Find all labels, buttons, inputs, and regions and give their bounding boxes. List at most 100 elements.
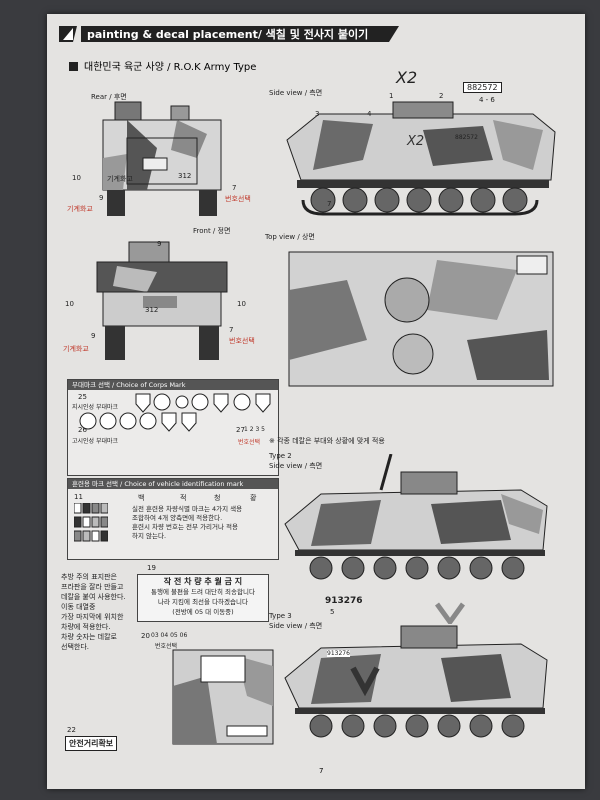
corps-numbers-kr: 번호선택 <box>238 439 261 446</box>
left-notes: 추방 주의 표지판은 프라판을 잘라 만들고 데칼을 붙여 사용한다. 이동 대… <box>61 572 126 652</box>
corps-mark-shield-icon <box>135 393 151 413</box>
vid-color-blue: 청 <box>214 494 221 502</box>
rear-num-note: 번호선택 <box>225 195 251 203</box>
corps-mark-shield2-icon <box>213 393 229 413</box>
serial-decal-box: 882572 <box>463 82 502 93</box>
front-num-note: 번호선택 <box>229 337 255 345</box>
callout-25: 25 <box>78 393 87 401</box>
serial-decal: 882572 <box>467 83 498 92</box>
side-view-label: Side view / 측면 <box>269 89 323 97</box>
note-line-2: 프라판을 잘라 만들고 <box>61 583 124 591</box>
callout-7-front: 7 <box>229 326 234 334</box>
callout-9-front: 9 <box>157 240 162 248</box>
callout-10-front: 10 <box>65 300 74 308</box>
type3-label: Type 3 <box>269 612 292 620</box>
header-shape <box>59 26 399 42</box>
rear-plate-decal: 기계화고 <box>107 175 133 183</box>
callout-27: 27 <box>236 426 245 434</box>
corps-mark-dot-icon <box>175 395 189 409</box>
corps-numbers: 1 2 3 5 <box>244 426 265 433</box>
sign-line-2: 통행에 불편을 드려 대단히 죄송합니다 <box>151 588 255 596</box>
type2-label: Type 2 <box>269 452 292 460</box>
rear-plate-note: 기계화교 <box>67 205 93 213</box>
vid-text-3: 훈련시 차량 번호는 전부 가리거나 적용 <box>132 523 239 531</box>
callout-22: 22 <box>67 726 76 734</box>
vehicle-id-title: 훈련용 마크 선택 / Choice of vehicle identifica… <box>68 479 278 489</box>
rear-closeup-drawing <box>172 649 274 745</box>
instruction-sheet: painting & decal placement/ 색칠 및 전사지 붙이기… <box>47 14 585 789</box>
decal-note: ※ 각종 데칼은 부대와 상황에 맞게 적용 <box>269 437 385 445</box>
x2-decal-side: X2 <box>407 134 425 149</box>
front-312-decal: 312 <box>145 306 159 314</box>
type3-serial-small: 913276 <box>327 650 350 657</box>
callout-10-front-right: 10 <box>237 300 246 308</box>
callout-10-rear: 10 <box>72 174 81 182</box>
front-view-drawing <box>96 241 228 360</box>
corps-row1-label: 지시인성 부대마크 <box>72 404 119 411</box>
corps-mark-shield3-icon <box>255 393 271 413</box>
corps-row2-label: 고시인성 부대마크 <box>72 438 119 445</box>
vid-swatches <box>74 503 108 542</box>
callout-19: 19 <box>147 564 156 572</box>
callout-11: 11 <box>74 493 83 501</box>
vehicle-id-box: 훈련용 마크 선택 / Choice of vehicle identifica… <box>67 478 279 560</box>
section-title-text: 대한민국 육군 사양 / R.O.K Army Type <box>84 62 257 73</box>
top-view-label: Top view / 상면 <box>265 233 315 241</box>
serial-decal-side: 882572 <box>455 134 478 141</box>
vid-color-red: 적 <box>180 494 187 502</box>
callout-9-front-lower: 9 <box>91 332 96 340</box>
safety-sign-text: 안전거리확보 <box>69 739 114 748</box>
callout-7-rear: 7 <box>232 184 237 192</box>
corps-mark-box: 부대마크 선택 / Choice of Corps Mark 25 지시인성 부… <box>67 379 279 476</box>
rear-view-label: Rear / 후면 <box>91 93 127 101</box>
note-line-7: 차량 숫자는 데칼로 <box>61 633 117 641</box>
sign-line-1: 작 전 차 량 추 월 금 지 <box>163 577 243 586</box>
vid-text-1: 실전 훈련용 차량식별 마크는 4가지 색용 <box>132 505 243 513</box>
sign-line-4: (전방에 05 대 이동중) <box>172 608 234 616</box>
corps-marks-row1 <box>135 393 271 413</box>
number-digits: 03 04 05 06 <box>151 632 188 639</box>
serial-sub: 4 - 6 <box>479 96 495 104</box>
header-title: painting & decal placement/ 색칠 및 전사지 붙이기 <box>87 28 369 41</box>
callout-26: 26 <box>78 426 87 434</box>
note-line-1: 추방 주의 표지판은 <box>61 573 117 581</box>
callout-2: 2 <box>439 92 444 100</box>
corps-mark-title: 부대마크 선택 / Choice of Corps Mark <box>68 380 278 390</box>
side-view-drawing <box>286 101 556 216</box>
rear-view-drawing <box>102 101 222 216</box>
type2-drawing <box>284 454 548 580</box>
corps-marks-row2 <box>79 412 197 432</box>
type3-serial-decal: 913276 <box>325 596 363 606</box>
sign-line-3: 나라 지킴에 최선을 다하겠습니다 <box>158 598 248 606</box>
vid-text-4: 하지 않는다. <box>132 532 167 540</box>
corps-mark-ring2-icon <box>233 393 251 411</box>
callout-9-rear: 9 <box>99 194 104 202</box>
safety-sign-decal: 안전거리확보 <box>65 736 118 751</box>
bullet-square-icon <box>69 62 78 71</box>
corps-mark-circle-icon <box>153 393 171 411</box>
callout-3: 3 <box>315 110 320 118</box>
callout-4: 4 <box>367 110 372 118</box>
note-line-4: 이동 대열중 <box>61 603 96 611</box>
rear-312-decal: 312 <box>178 172 192 180</box>
front-view-label: Front / 정면 <box>193 227 231 235</box>
callout-7-side: 7 <box>327 200 332 208</box>
section-title: 대한민국 육군 사양 / R.O.K Army Type <box>69 58 256 73</box>
header-bar: painting & decal placement/ 색칠 및 전사지 붙이기 <box>59 24 419 44</box>
note-line-3: 데칼을 붙여 사용한다. <box>61 593 126 601</box>
note-line-6: 차량에 적용한다. <box>61 623 111 631</box>
sign-decal: 작 전 차 량 추 월 금 지 통행에 불편을 드려 대단히 죄송합니다 나라 … <box>137 574 269 622</box>
front-plate-note: 기계화교 <box>63 345 89 353</box>
callout-20: 20 <box>141 632 150 640</box>
vid-color-white: 백 <box>138 494 145 502</box>
top-view-drawing <box>288 251 554 387</box>
callout-1: 1 <box>389 92 394 100</box>
page-number: 7 <box>319 767 324 775</box>
vid-color-yellow: 황 <box>250 494 257 502</box>
callout-5: 5 <box>330 608 335 616</box>
vid-text-2: 조합하여 4개 양측면에 적용한다. <box>132 514 223 522</box>
vid-instructions: 실전 훈련용 차량식별 마크는 4가지 색용 조합하여 4개 양측면에 적용한다… <box>132 505 242 541</box>
type3-view-label: Side view / 측면 <box>269 622 323 630</box>
type3-drawing <box>284 625 548 738</box>
sign-text: 작 전 차 량 추 월 금 지 통행에 불편을 드려 대단히 죄송합니다 나라 … <box>138 577 268 617</box>
